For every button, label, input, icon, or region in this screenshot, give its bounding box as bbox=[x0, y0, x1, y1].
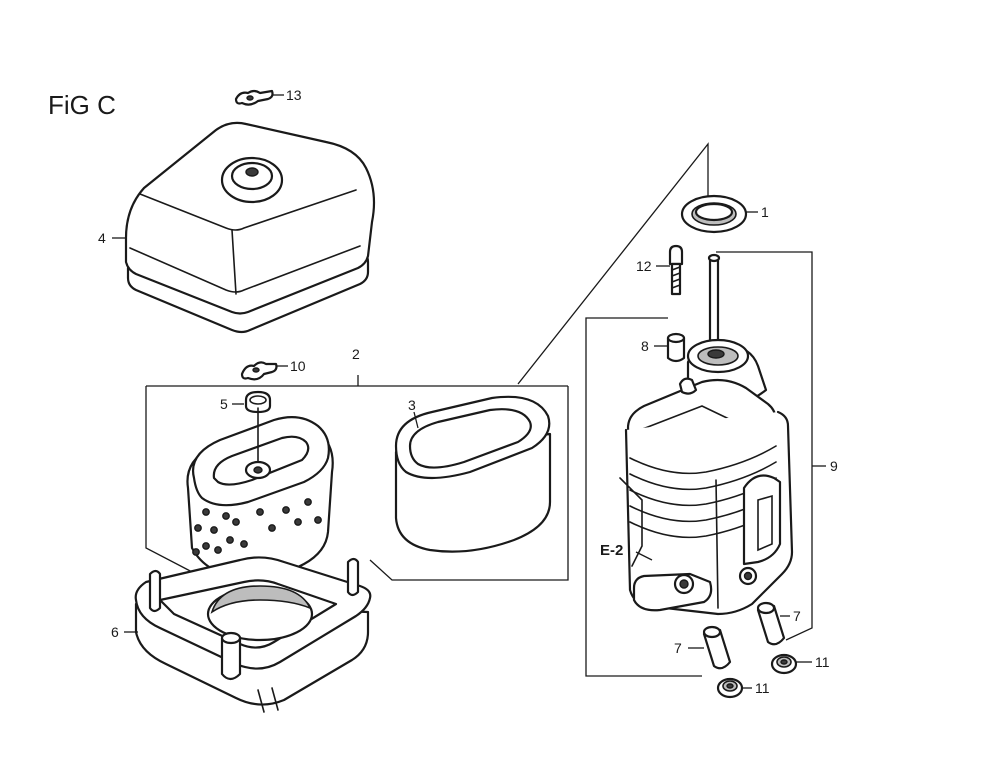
part-5-wing-nut bbox=[244, 390, 272, 414]
callout-1: 1 bbox=[761, 204, 769, 220]
part-3-foam-element bbox=[394, 395, 552, 553]
callout-2: 2 bbox=[352, 346, 360, 362]
callout-13: 13 bbox=[286, 87, 302, 103]
callout-9: 9 bbox=[830, 458, 838, 474]
part-11-flange-nut-right bbox=[770, 653, 798, 675]
part-4-air-cleaner-cover bbox=[124, 121, 376, 334]
part-12-stud-bolt bbox=[668, 244, 684, 296]
callout-3: 3 bbox=[408, 397, 416, 413]
part-8-collar bbox=[666, 332, 686, 363]
part-7-collar-left bbox=[702, 625, 732, 670]
callout-12: 12 bbox=[636, 258, 652, 274]
callout-11a: 11 bbox=[815, 654, 830, 670]
part-6-base-gasket bbox=[134, 556, 372, 713]
part-10-wing-nut bbox=[240, 361, 278, 381]
leader-e2 bbox=[635, 551, 653, 561]
part-paper-element bbox=[186, 407, 334, 580]
callout-11b: 11 bbox=[755, 680, 770, 696]
callout-8: 8 bbox=[641, 338, 649, 354]
callout-10: 10 bbox=[290, 358, 306, 374]
reference-e2: E-2 bbox=[600, 542, 623, 559]
callout-7b: 7 bbox=[793, 608, 801, 624]
callout-5: 5 bbox=[220, 396, 228, 412]
leader-3 bbox=[413, 411, 419, 429]
part-9-air-cleaner-case bbox=[619, 253, 794, 616]
callout-4: 4 bbox=[98, 230, 106, 246]
part-13-wing-nut bbox=[234, 89, 274, 106]
part-1-seal-ring bbox=[680, 194, 748, 234]
figure-title: FiG C bbox=[48, 90, 116, 120]
bracket-9 bbox=[585, 251, 813, 677]
part-11-flange-nut-left bbox=[716, 677, 744, 699]
callout-7a: 7 bbox=[674, 640, 682, 656]
bracket-2 bbox=[145, 375, 569, 581]
leader-assembly-to-seal bbox=[517, 142, 709, 385]
callout-6: 6 bbox=[111, 624, 119, 640]
part-7-collar-right bbox=[756, 601, 786, 646]
